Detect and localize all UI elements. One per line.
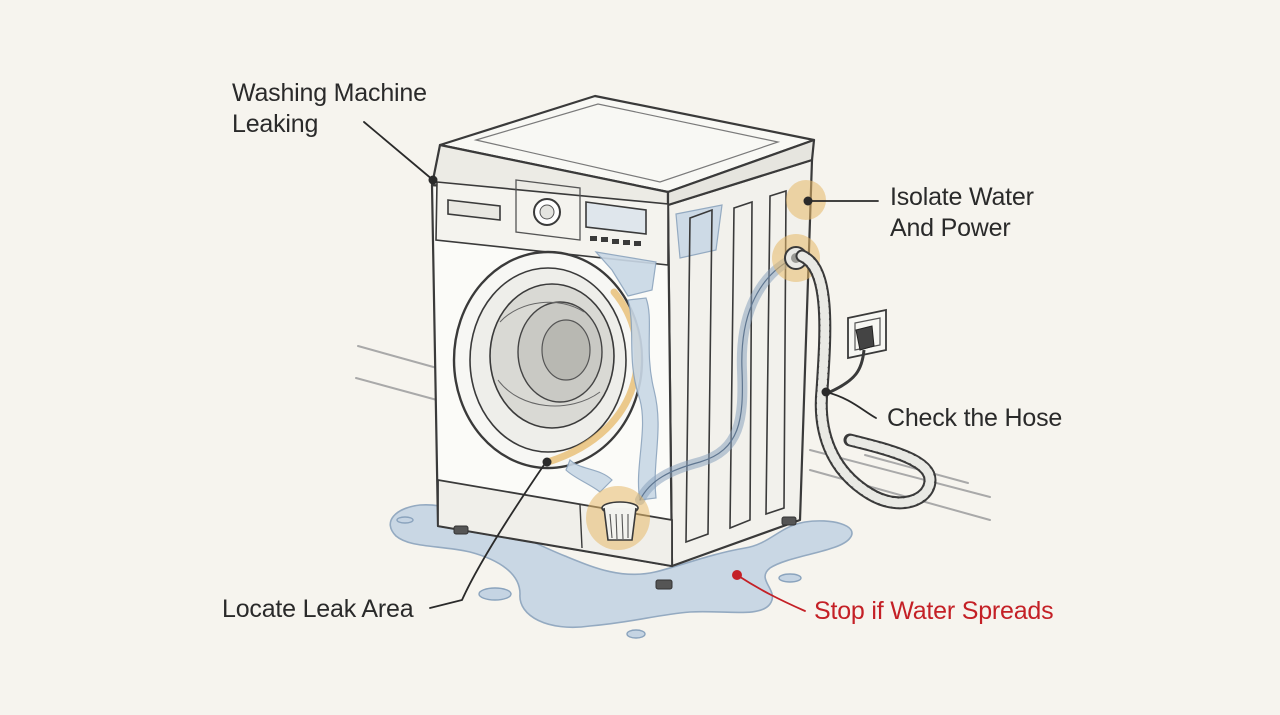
label-washing-machine-leaking: Washing Machine Leaking [232, 78, 427, 140]
leader-hose [825, 391, 877, 419]
label-locate-leak: Locate Leak Area [222, 595, 414, 623]
drain-filter-icon [601, 501, 639, 541]
label-washing-machine-line1: Washing Machine [232, 79, 427, 107]
label-isolate-line1: Isolate Water [890, 183, 1034, 211]
label-stop-if-water-spreads: Stop if Water Spreads [814, 597, 1054, 625]
leader-washer [363, 121, 434, 181]
control-panel [435, 179, 669, 266]
callout-leaders [363, 121, 879, 609]
label-washing-machine-line2: Leaking [232, 110, 319, 138]
label-isolate-water-power: Isolate Water And Power [890, 182, 1034, 244]
power-plug-icon [829, 325, 875, 394]
label-isolate-line2: And Power [890, 214, 1011, 242]
door [452, 250, 644, 470]
stop-dot [732, 570, 742, 580]
side-panel-ribs [685, 189, 787, 544]
leak-stains [565, 204, 723, 501]
callout-dots [428, 175, 831, 467]
label-check-hose: Check the Hose [887, 404, 1063, 432]
machine-feet [453, 516, 797, 590]
leader-stop [736, 574, 806, 612]
leader-leak [429, 461, 547, 609]
water-droplets [396, 516, 802, 639]
